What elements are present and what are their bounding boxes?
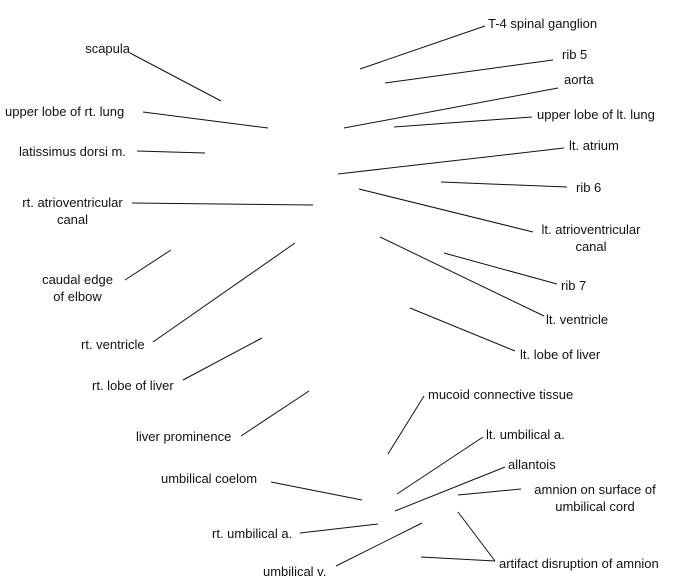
label-upper-lobe-lt-lung: upper lobe of lt. lung	[537, 107, 655, 122]
label-lt-ventricle: lt. ventricle	[546, 312, 609, 327]
label-lt-umbilical-a: lt. umbilical a.	[486, 427, 565, 442]
label-mucoid-connective-tissue: mucoid connective tissue	[428, 387, 574, 402]
leader-line-latissimus-dorsi	[136, 150, 206, 154]
leader-line-rt-lobe-liver	[182, 337, 263, 381]
leader-line-t4-spinal-ganglion	[359, 25, 486, 70]
leader-line-artifact-disruption-1	[457, 511, 496, 562]
label-lt-av-canal-line-2: canal	[575, 239, 607, 254]
leader-line-lt-atrium	[337, 147, 565, 175]
label-rib-6: rib 6	[576, 180, 602, 195]
label-allantois: allantois	[508, 457, 556, 472]
label-liver-prominence: liver prominence	[136, 429, 232, 444]
leader-line-upper-lobe-lt-lung	[393, 116, 533, 128]
leader-line-upper-lobe-rt-lung	[142, 111, 269, 129]
label-aorta: aorta	[564, 72, 594, 87]
leader-line-rt-av-canal	[131, 202, 314, 206]
label-umbilical-coelom: umbilical coelom	[161, 471, 258, 486]
leader-line-umbilical-coelom	[270, 481, 363, 501]
leader-line-rt-ventricle	[152, 242, 296, 343]
label-scapula: scapula	[85, 41, 130, 56]
leader-line-lt-lobe-liver	[409, 307, 516, 352]
leader-line-mucoid-connective-tissue	[387, 395, 425, 455]
leader-line-lt-ventricle	[379, 236, 545, 317]
label-rt-umbilical-a: rt. umbilical a.	[212, 526, 293, 541]
label-amnion-surface: amnion on surface of umbilical cord	[520, 481, 670, 515]
leader-line-lt-av-canal	[358, 188, 534, 233]
leader-line-rib-6	[440, 181, 568, 188]
label-lt-lobe-liver: lt. lobe of liver	[520, 347, 601, 362]
label-caudal-edge-elbow-line-1: caudal edge	[42, 272, 113, 287]
leader-line-liver-prominence	[240, 390, 310, 437]
leader-line-amnion-surface	[457, 488, 522, 496]
leader-line-rt-umbilical-a	[299, 523, 379, 534]
leader-line-rib-5	[384, 59, 554, 84]
label-rt-ventricle: rt. ventricle	[81, 337, 145, 352]
label-amnion-surface-line-1: amnion on surface of	[534, 482, 656, 497]
label-rt-av-canal: rt. atrioventricular canal	[10, 194, 135, 228]
label-amnion-surface-line-2: umbilical cord	[555, 499, 635, 514]
leader-line-artifact-disruption-2	[420, 556, 496, 562]
leader-line-aorta	[343, 87, 559, 129]
label-lt-av-canal: lt. atrioventricular canal	[528, 221, 654, 255]
label-rt-av-canal-line-1: rt. atrioventricular	[22, 195, 123, 210]
label-latissimus-dorsi: latissimus dorsi m.	[19, 144, 126, 159]
label-rt-av-canal-line-2: canal	[56, 212, 89, 227]
leader-line-allantois	[394, 466, 506, 512]
label-rib-7: rib 7	[561, 278, 587, 293]
label-lt-av-canal-line-1: lt. atrioventricular	[541, 222, 641, 237]
label-upper-lobe-rt-lung: upper lobe of rt. lung	[5, 104, 125, 119]
leader-line-umbilical-v	[335, 522, 423, 567]
leader-line-caudal-edge-elbow	[124, 249, 172, 281]
label-rt-lobe-liver: rt. lobe of liver	[92, 378, 174, 393]
label-lt-atrium: lt. atrium	[569, 138, 619, 153]
label-rib-5: rib 5	[562, 47, 588, 62]
label-artifact-disruption: artifact disruption of amnion	[499, 556, 659, 571]
label-umbilical-v: umbilical v.	[263, 564, 327, 579]
leader-line-lt-umbilical-a	[396, 436, 484, 495]
leader-line-rib-7	[443, 252, 558, 285]
leader-line-scapula	[129, 52, 222, 102]
label-caudal-edge-elbow-line-2: of elbow	[53, 289, 102, 304]
label-t4-spinal-ganglion: T-4 spinal ganglion	[488, 16, 598, 31]
label-caudal-edge-elbow: caudal edge of elbow	[35, 271, 120, 305]
